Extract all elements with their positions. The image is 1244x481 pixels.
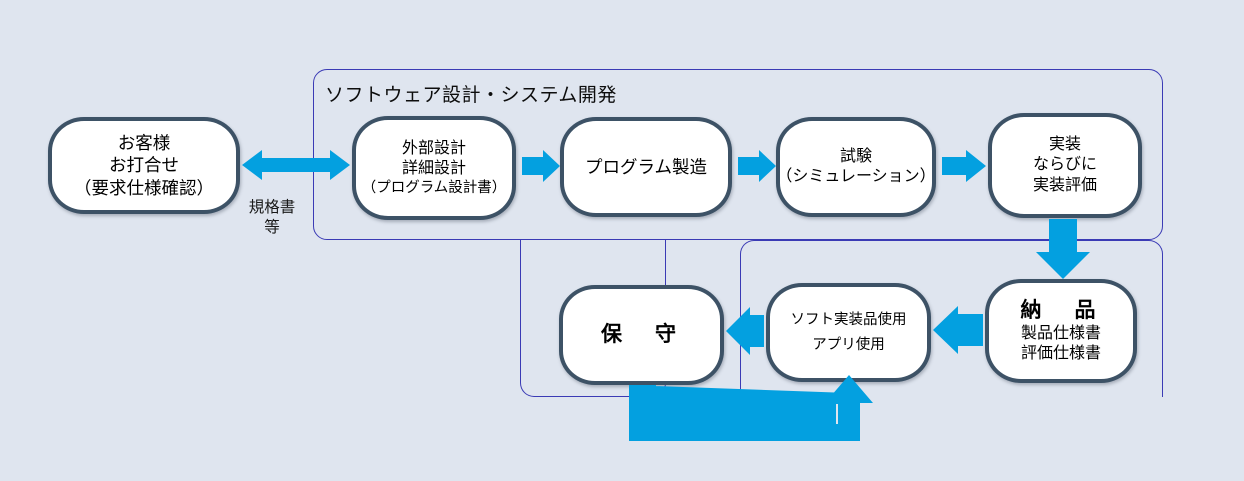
node-line: お客様 <box>117 133 171 154</box>
node-line: アプリ使用 <box>812 336 885 353</box>
delivery-node[interactable]: 納 品 製品仕様書 評価仕様書 <box>985 279 1137 383</box>
spec-document-label-line1: 規格書 <box>248 199 296 216</box>
node-line: 外部設計 <box>401 139 466 157</box>
customer-meeting-node[interactable]: お客様 お打合せ （要求仕様確認） <box>48 117 240 214</box>
node-line: お打合せ <box>109 155 179 176</box>
node-line: 納 品 <box>1020 298 1102 322</box>
node-line: 詳細設計 <box>401 159 466 177</box>
node-line: 製品仕様書 <box>1020 325 1101 343</box>
spec-document-label-line2: 等 <box>264 219 280 237</box>
program-manufacturing-node[interactable]: プログラム製造 <box>560 117 732 217</box>
software-usage-node[interactable]: ソフト実装品使用 アプリ使用 <box>766 283 931 382</box>
node-line: ソフト実装品使用 <box>790 312 907 329</box>
node-line: （要求仕様確認） <box>74 177 214 198</box>
node-line: （シミュレーション） <box>776 168 936 185</box>
implementation-evaluation-node[interactable]: 実装 ならびに 実装評価 <box>988 113 1142 218</box>
software-design-group-title: ソフトウェア設計・システム開発 <box>325 85 617 106</box>
testing-simulation-node[interactable]: 試験 （シミュレーション） <box>776 117 936 217</box>
node-line: （プログラム設計書） <box>361 180 507 197</box>
external-detailed-design-node[interactable]: 外部設計 詳細設計 （プログラム設計書） <box>352 116 516 220</box>
node-line: 評価仕様書 <box>1020 345 1101 363</box>
maintenance-node[interactable]: 保 守 <box>559 285 724 385</box>
spec-document-label: 規格書 等 <box>239 198 305 238</box>
node-line: 保 守 <box>601 322 682 346</box>
node-line: 実装評価 <box>1032 176 1097 194</box>
node-line: 試験 <box>839 147 872 165</box>
node-line: ならびに <box>1032 156 1097 174</box>
node-line: プログラム製造 <box>585 156 707 177</box>
node-line: 実装 <box>1048 136 1081 154</box>
